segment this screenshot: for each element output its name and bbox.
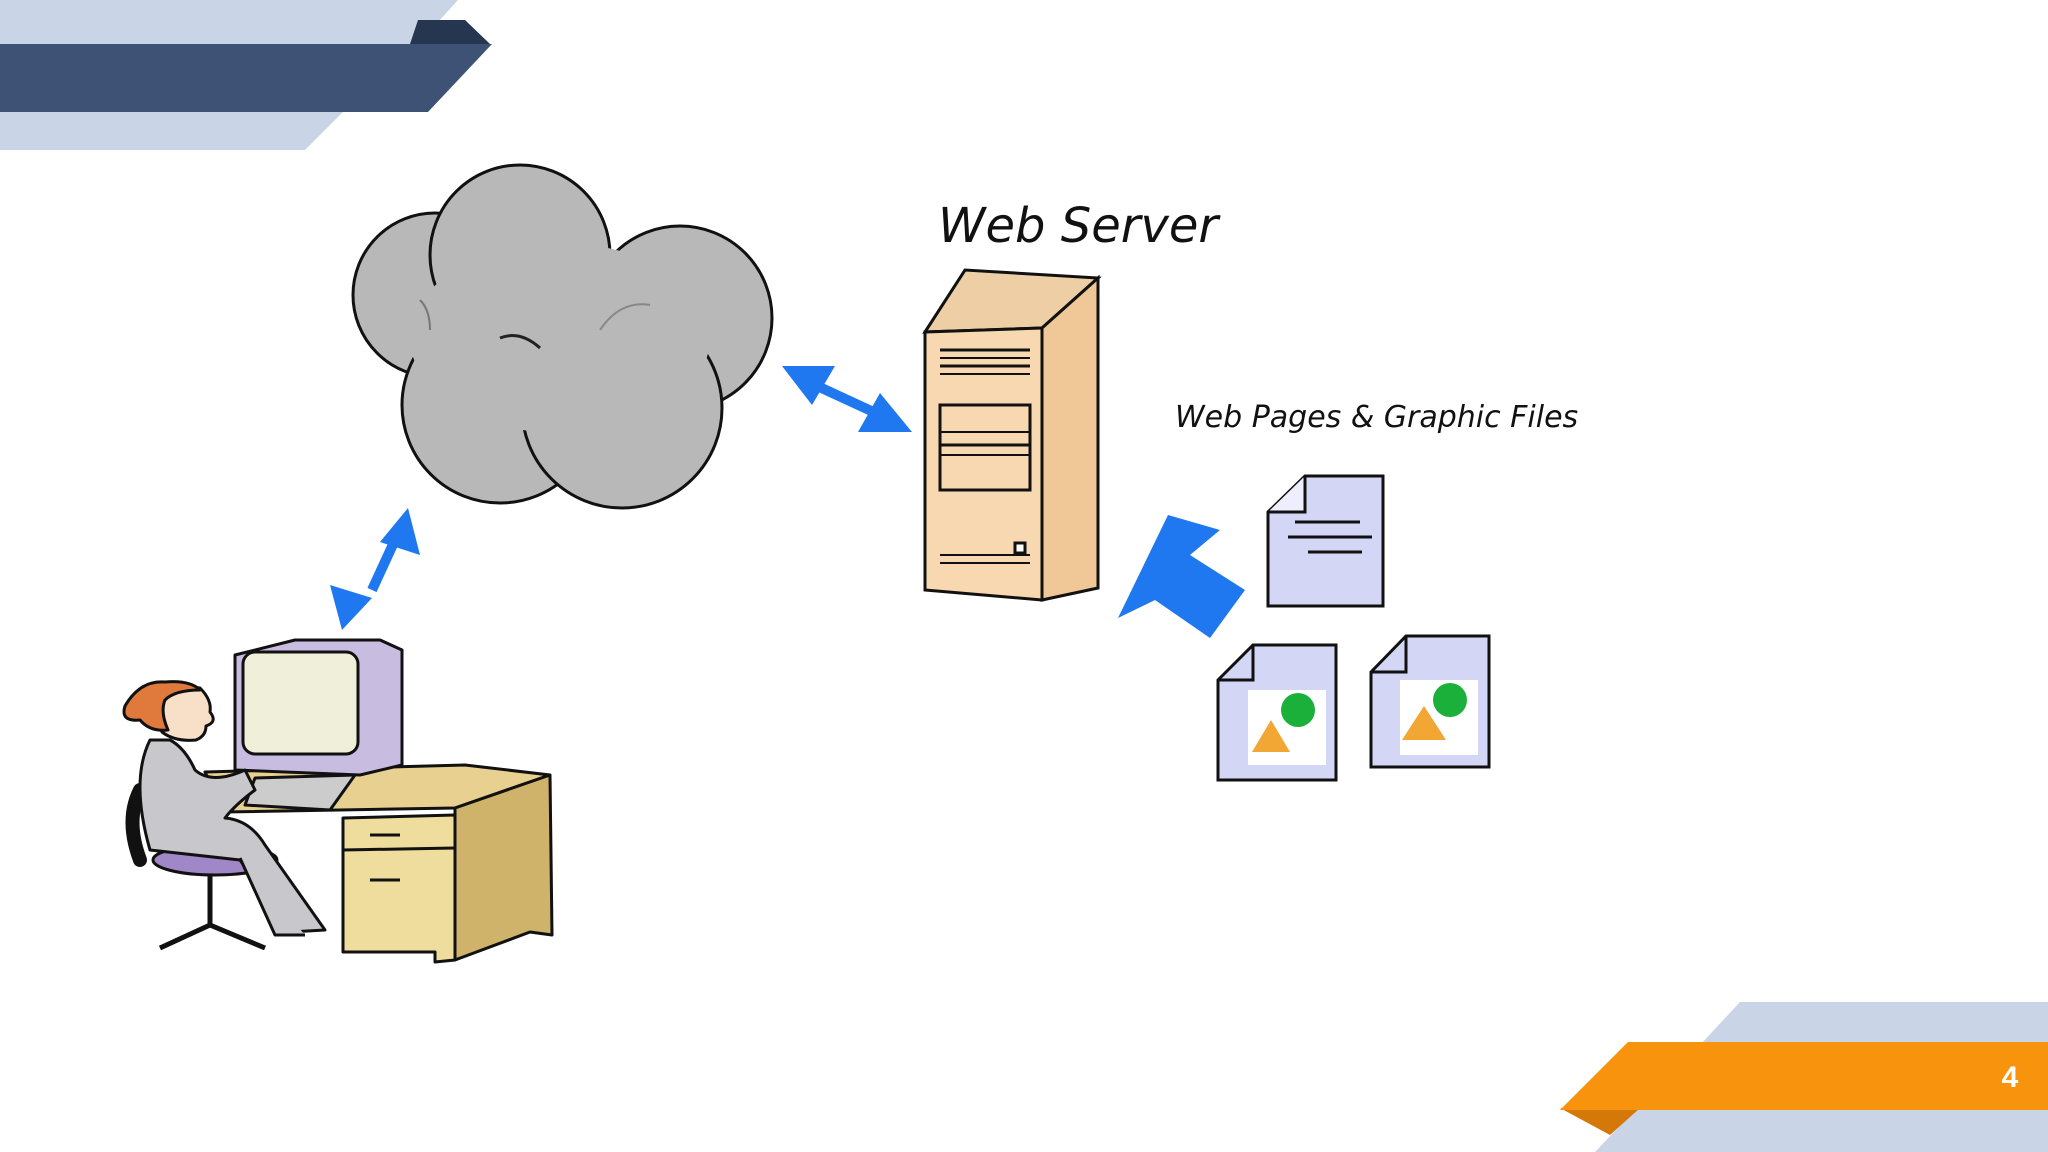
image-file-icon-1 bbox=[1216, 643, 1338, 782]
monitor-screen bbox=[241, 650, 360, 756]
page-number: 4 bbox=[2002, 1061, 2019, 1094]
files-to-server-arrow bbox=[1118, 515, 1245, 638]
image-file-icon-2 bbox=[1369, 634, 1491, 769]
banner-dark bbox=[0, 44, 492, 112]
desk-side bbox=[453, 773, 554, 962]
desk-drawers bbox=[341, 813, 457, 964]
top-left-banner bbox=[0, 0, 492, 150]
document-icon bbox=[1266, 474, 1385, 608]
banner-dark-fold bbox=[410, 20, 490, 44]
user-cloud-arrow bbox=[330, 508, 420, 630]
banner-light-upper bbox=[1700, 1002, 2048, 1045]
banner-light-lower bbox=[1595, 1110, 2048, 1152]
banner-orange bbox=[1560, 1042, 2048, 1110]
banner-orange-fold bbox=[1560, 1108, 1640, 1135]
server-icon bbox=[922, 268, 1102, 602]
cloud-icon bbox=[351, 163, 774, 510]
server-label: Web Server bbox=[938, 198, 1221, 254]
banner-light-top bbox=[0, 0, 458, 44]
bottom-right-banner: 4 bbox=[1560, 1002, 2048, 1152]
person-body bbox=[138, 738, 327, 934]
user-at-computer-icon bbox=[122, 638, 554, 964]
banner-light-bottom bbox=[0, 110, 345, 150]
cloud-server-arrow bbox=[782, 366, 912, 432]
person-hair bbox=[122, 680, 202, 732]
files-label: Web Pages & Graphic Files bbox=[1175, 400, 1578, 435]
